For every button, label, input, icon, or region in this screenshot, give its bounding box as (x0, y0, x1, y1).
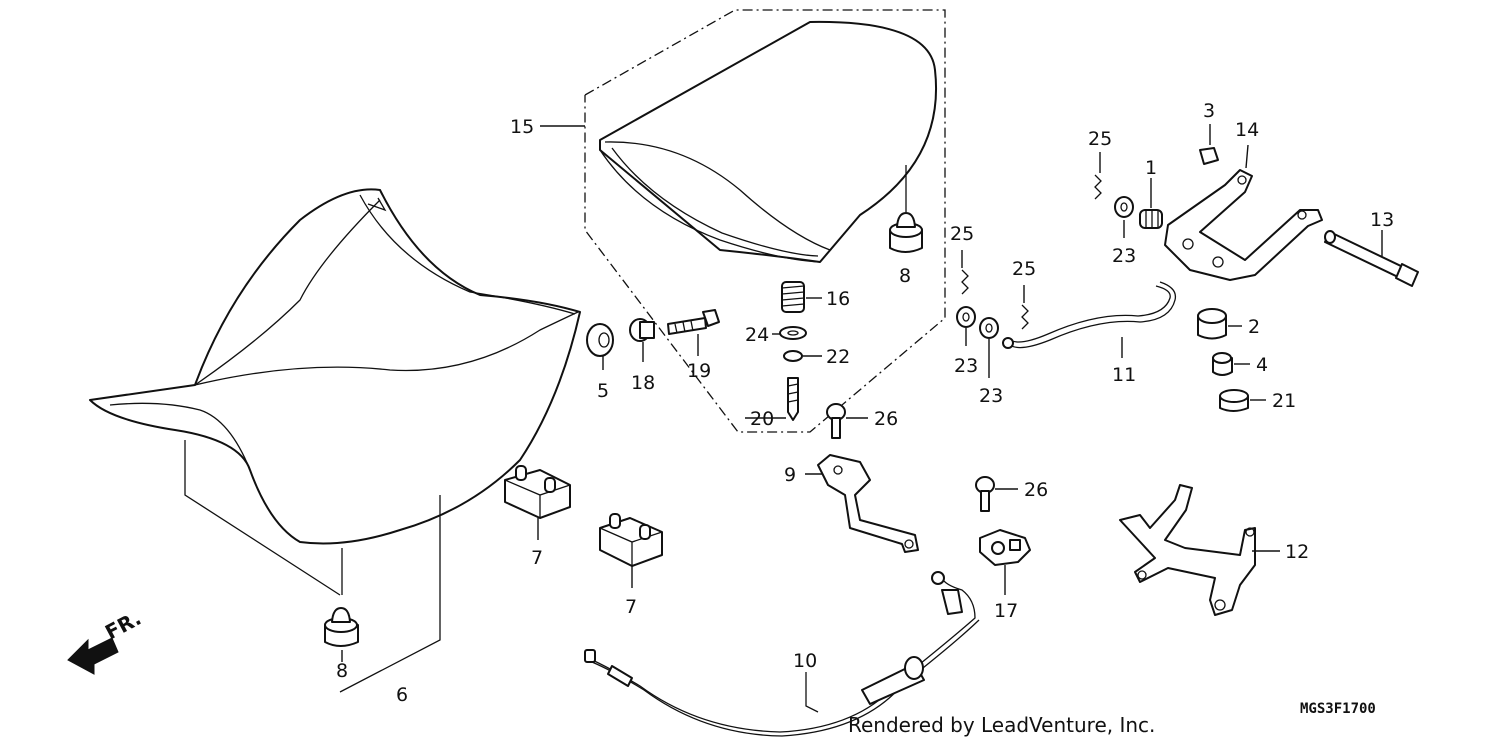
washer-24 (779, 326, 807, 340)
callout-25-top: 25 (1088, 128, 1112, 150)
callout-19: 19 (687, 360, 711, 382)
seat-block-lower (599, 513, 663, 567)
callout-21: 21 (1272, 390, 1296, 412)
callout-18: 18 (631, 372, 655, 394)
screw-20 (787, 377, 799, 421)
spring-1 (1139, 209, 1163, 229)
rear-seat-group-outline (584, 9, 946, 433)
grommet-5 (586, 323, 614, 357)
callout-15: 15 (510, 116, 534, 138)
collar-4 (1212, 352, 1233, 376)
seat-lock-17 (979, 529, 1031, 566)
callout-22: 22 (826, 346, 850, 368)
callout-6: 6 (396, 684, 408, 706)
pin-25-a (961, 269, 969, 295)
pivot-bolt-13 (1324, 230, 1419, 287)
callout-8-left: 8 (336, 660, 348, 682)
callout-3: 3 (1203, 100, 1215, 122)
bolt-19 (667, 309, 720, 335)
front-direction-label: FR. (101, 606, 145, 645)
washer-22 (783, 350, 803, 362)
callout-5: 5 (597, 380, 609, 402)
bolt-26-lower (975, 476, 995, 512)
callout-23-middle: 23 (979, 385, 1003, 407)
callout-14: 14 (1235, 119, 1259, 141)
callout-11: 11 (1112, 364, 1136, 386)
collar-3 (1199, 147, 1219, 165)
seat-cushion-rear (889, 212, 923, 253)
callout-17: 17 (994, 600, 1018, 622)
callout-7-upper: 7 (531, 547, 543, 569)
callout-16: 16 (826, 288, 850, 310)
callout-23-top: 23 (1112, 245, 1136, 267)
pin-25-b (1021, 304, 1029, 330)
callout-7-lower: 7 (625, 596, 637, 618)
catch-rod-11 (1002, 281, 1177, 349)
callout-26-upper: 26 (874, 408, 898, 430)
rubber-2 (1197, 308, 1227, 340)
callout-24: 24 (745, 324, 769, 346)
callout-20: 20 (750, 408, 774, 430)
callout-2: 2 (1248, 316, 1260, 338)
latch-bracket-9 (817, 454, 919, 553)
callout-1: 1 (1145, 157, 1157, 179)
seat-cushion-left (324, 607, 359, 647)
drawing-code: MGS3F1700 (1300, 701, 1376, 717)
seat-stay-12 (1119, 484, 1256, 616)
washer-23-c (1114, 196, 1134, 218)
callout-12: 12 (1285, 541, 1309, 563)
seat-block-upper (504, 465, 571, 519)
callout-10: 10 (793, 650, 817, 672)
render-credit: Rendered by LeadVenture, Inc. (848, 713, 1155, 737)
washer-23-a (956, 306, 976, 328)
front-direction-arrow-icon (67, 637, 119, 675)
callout-25-middle: 25 (1012, 258, 1036, 280)
callout-8-rear: 8 (899, 265, 911, 287)
callout-9: 9 (784, 464, 796, 486)
seat-lock-cable-10 (584, 571, 980, 737)
collar-18 (629, 318, 655, 342)
callout-4: 4 (1256, 354, 1268, 376)
bolt-26-upper (826, 403, 846, 439)
callout-25-left: 25 (950, 223, 974, 245)
callout-26-lower: 26 (1024, 479, 1048, 501)
washer-23-b (979, 317, 999, 339)
pin-25-c (1094, 174, 1102, 200)
callout-13: 13 (1370, 209, 1394, 231)
nut-21 (1219, 389, 1249, 412)
rear-seat-cowl (599, 20, 937, 263)
hinge-bracket-14 (1164, 169, 1323, 281)
spring-16 (781, 281, 805, 313)
callout-23-left: 23 (954, 355, 978, 377)
